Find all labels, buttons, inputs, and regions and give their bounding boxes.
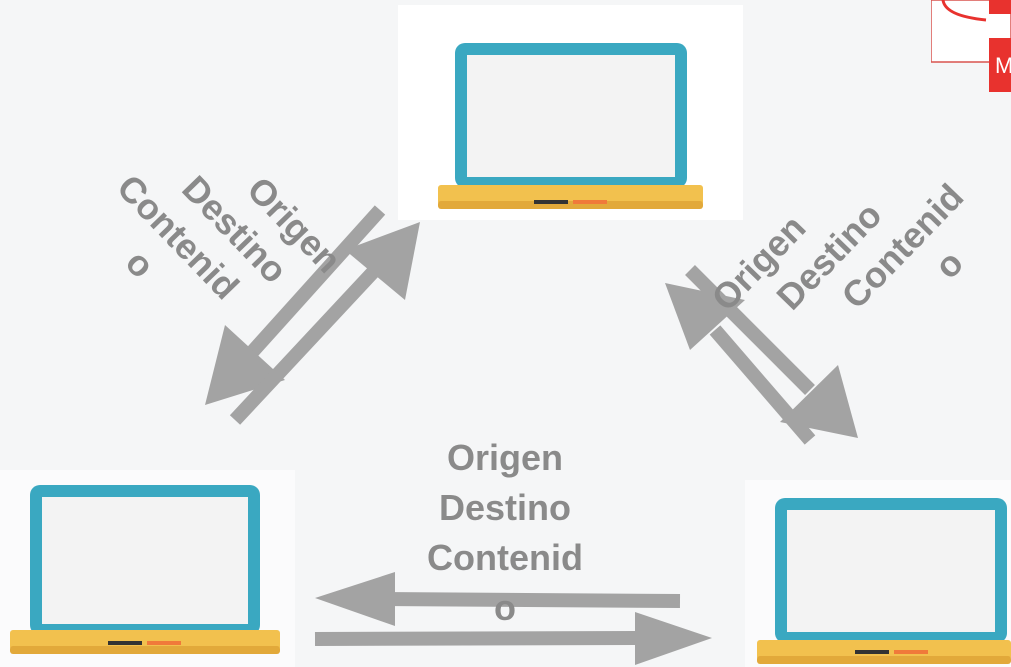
arrow-top-to-right [685, 265, 858, 438]
corner-tag-text: M [995, 53, 1011, 78]
laptop-top-icon [398, 5, 743, 220]
label-bottom-destino: Destino [438, 487, 571, 528]
arrow-left-to-right [314, 612, 712, 665]
label-bottom-origen: Origen [446, 437, 563, 478]
arrow-right-to-left [315, 572, 681, 626]
arrow-left-to-top [229, 222, 420, 425]
label-bottom-o: o [494, 587, 516, 628]
laptop-bottom-right-icon [745, 480, 1011, 667]
label-bottom: Origen Destino Contenid o [405, 433, 605, 633]
corner-tag: M [931, 0, 1011, 92]
label-bottom-contenid: Contenid [427, 537, 583, 578]
laptop-bottom-left-icon [0, 470, 295, 667]
